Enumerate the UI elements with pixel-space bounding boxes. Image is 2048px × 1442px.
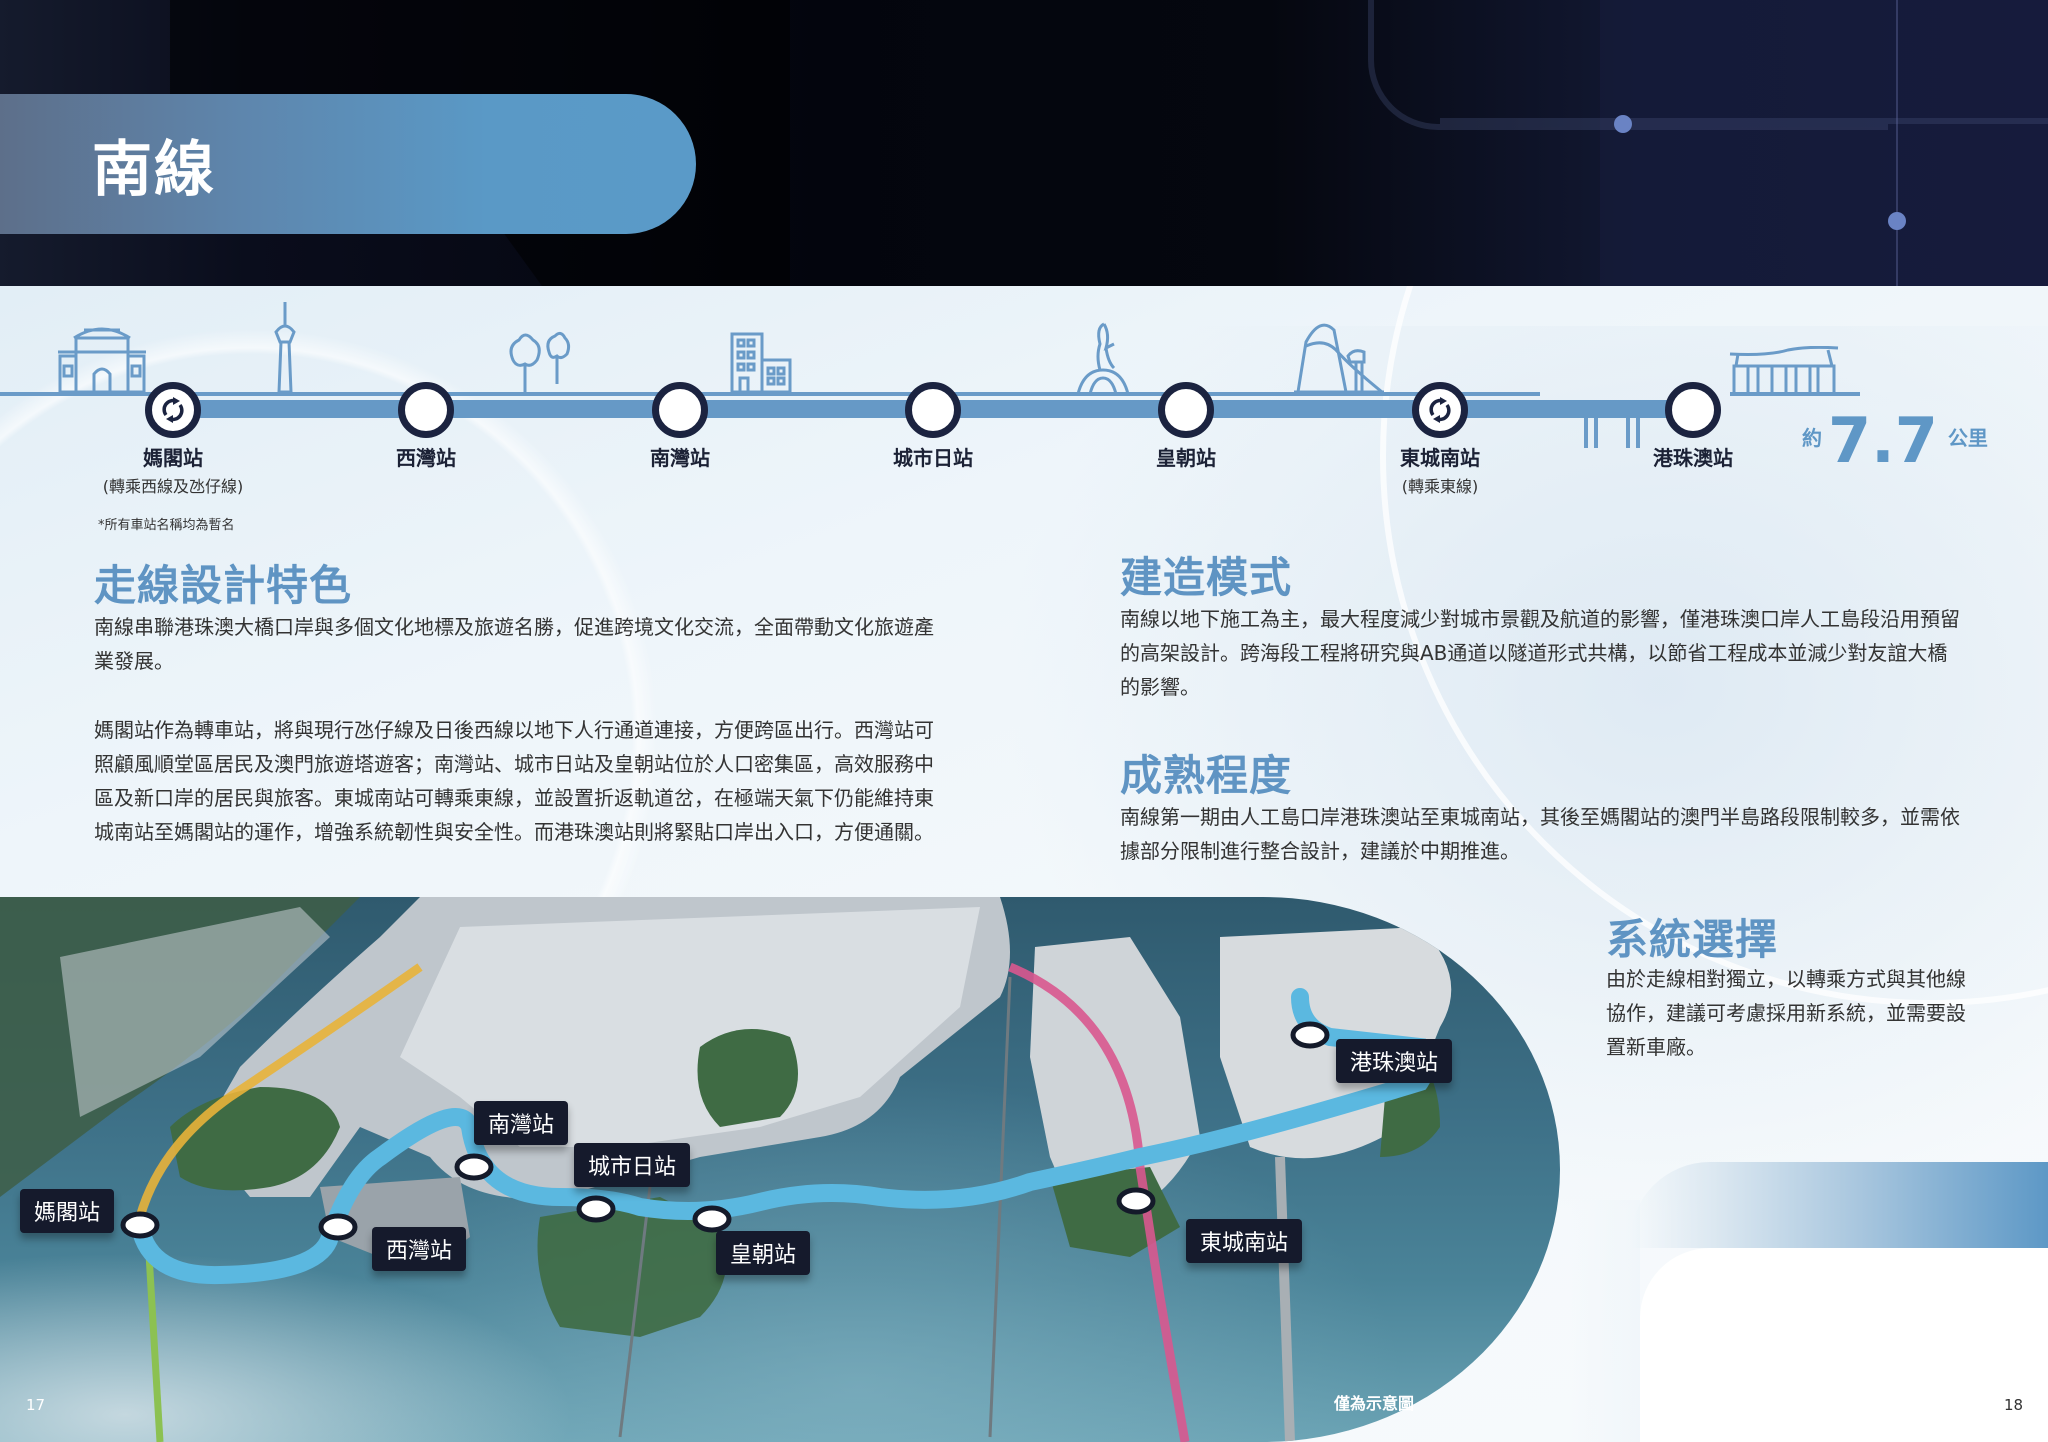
border-checkpoint-icon xyxy=(1728,346,1840,396)
page-number-left: 17 xyxy=(26,1396,46,1414)
decoration-panel xyxy=(1640,1248,2048,1442)
viaduct-pier xyxy=(1626,418,1630,448)
ground-line xyxy=(0,392,1540,396)
station-node-hzmb[interactable] xyxy=(1665,382,1721,438)
station-node-nam-van[interactable] xyxy=(652,382,708,438)
sculpture-icon xyxy=(1294,322,1384,394)
interchange-icon xyxy=(162,397,184,423)
station-label: 媽閣站 (轉乘西線及氹仔線) xyxy=(103,442,244,497)
map-label-east-city-south: 東城南站 xyxy=(1186,1219,1303,1263)
station-name-footnote: *所有車站名稱均為暫名 xyxy=(98,518,235,533)
map-station-markers xyxy=(120,1021,1330,1241)
station-label: 東城南站 (轉乘東線) xyxy=(1400,442,1480,497)
station-name: 城市日站 xyxy=(893,446,973,470)
kun-iam-statue-icon xyxy=(1074,318,1132,396)
header-dot-decoration xyxy=(1888,212,1906,230)
map-label-nam-van: 南灣站 xyxy=(474,1101,569,1145)
route-map: 媽閣站 西灣站 南灣站 城市日站 皇朝站 東城南站 港珠澳站 xyxy=(0,897,1560,1442)
route-length: 約 7.7 公里 xyxy=(1802,410,1988,472)
construction-paragraph: 南線以地下施工為主，最大程度減少對城市景觀及航道的影響，僅港珠澳口岸人工島段沿用… xyxy=(1120,607,1960,699)
map-label-hzmb: 港珠澳站 xyxy=(1336,1039,1453,1083)
system-paragraph: 由於走線相對獨立，以轉乘方式與其他線協作，建議可考慮採用新系統，並需要設置新車廠… xyxy=(1606,967,1966,1059)
macau-tower-icon xyxy=(272,302,298,394)
station-node-east-city-south[interactable] xyxy=(1412,382,1468,438)
map-label-sai-van: 西灣站 xyxy=(372,1227,467,1271)
page-title: 南線 xyxy=(92,134,216,205)
viaduct-pier xyxy=(1636,418,1640,448)
station-transfer-note: (轉乘西線及氹仔線) xyxy=(102,477,244,496)
station-name: 皇朝站 xyxy=(1156,446,1216,470)
map-label-city-day: 城市日站 xyxy=(574,1143,691,1187)
distance-value: 7.7 xyxy=(1828,404,1938,477)
construction-heading: 建造模式 xyxy=(1120,553,1293,602)
map-disclaimer: 僅為示意圖 xyxy=(1334,1394,1415,1413)
header-dot-decoration xyxy=(1614,115,1632,133)
station-node-sai-van[interactable] xyxy=(398,382,454,438)
viaduct-pier xyxy=(1594,418,1598,448)
buildings-icon xyxy=(728,330,794,394)
station-label: 南灣站 xyxy=(650,442,710,471)
station-node-ma-kau[interactable] xyxy=(145,382,201,438)
map-illustration xyxy=(0,897,1452,1442)
distance-prefix: 約 xyxy=(1802,426,1822,450)
station-name: 東城南站 xyxy=(1400,446,1480,470)
station-name: 港珠澳站 xyxy=(1653,446,1733,470)
maturity-heading: 成熟程度 xyxy=(1120,751,1293,800)
viaduct-pier xyxy=(1584,418,1588,448)
page-number-right: 18 xyxy=(2004,1396,2024,1414)
distance-unit: 公里 xyxy=(1947,426,1988,450)
header-arc-decoration xyxy=(1368,0,1888,130)
station-name: 南灣站 xyxy=(650,446,710,470)
station-transfer-note: (轉乘東線) xyxy=(1401,477,1479,496)
title-pill: 南線 xyxy=(0,94,696,234)
header-panel-right xyxy=(1600,0,2048,286)
map-label-ma-kau: 媽閣站 xyxy=(20,1189,115,1233)
decoration-vertical xyxy=(1570,1200,1640,1442)
trees-icon xyxy=(505,330,575,394)
station-label: 西灣站 xyxy=(396,442,456,471)
header-vline-decoration xyxy=(1896,0,1898,286)
station-label: 港珠澳站 xyxy=(1653,442,1733,471)
system-heading: 系統選擇 xyxy=(1606,915,1779,964)
route-design-paragraph-1: 南線串聯港珠澳大橋口岸與多個文化地標及旅遊名勝，促進跨境文化交流，全面帶動文化旅… xyxy=(94,615,934,673)
map-label-dynasty: 皇朝站 xyxy=(716,1231,811,1275)
interchange-icon xyxy=(1429,397,1451,423)
station-name: 西灣站 xyxy=(396,446,456,470)
route-design-heading: 走線設計特色 xyxy=(94,561,353,610)
decoration-band xyxy=(1630,1162,2048,1248)
station-label: 城市日站 xyxy=(893,442,973,471)
station-label: 皇朝站 xyxy=(1156,442,1216,471)
maturity-paragraph: 南線第一期由人工島口岸港珠澳站至東城南站，其後至媽閣站的澳門半島路段限制較多，並… xyxy=(1120,805,1960,863)
station-node-dynasty[interactable] xyxy=(1158,382,1214,438)
station-node-city-day[interactable] xyxy=(905,382,961,438)
route-design-paragraph-2: 媽閣站作為轉車站，將與現行氹仔線及日後西線以地下人行通道連接，方便跨區出行。西灣… xyxy=(94,718,934,844)
station-name: 媽閣站 xyxy=(143,446,203,470)
header-line-decoration xyxy=(1440,118,2048,124)
a-ma-temple-icon xyxy=(54,318,150,394)
